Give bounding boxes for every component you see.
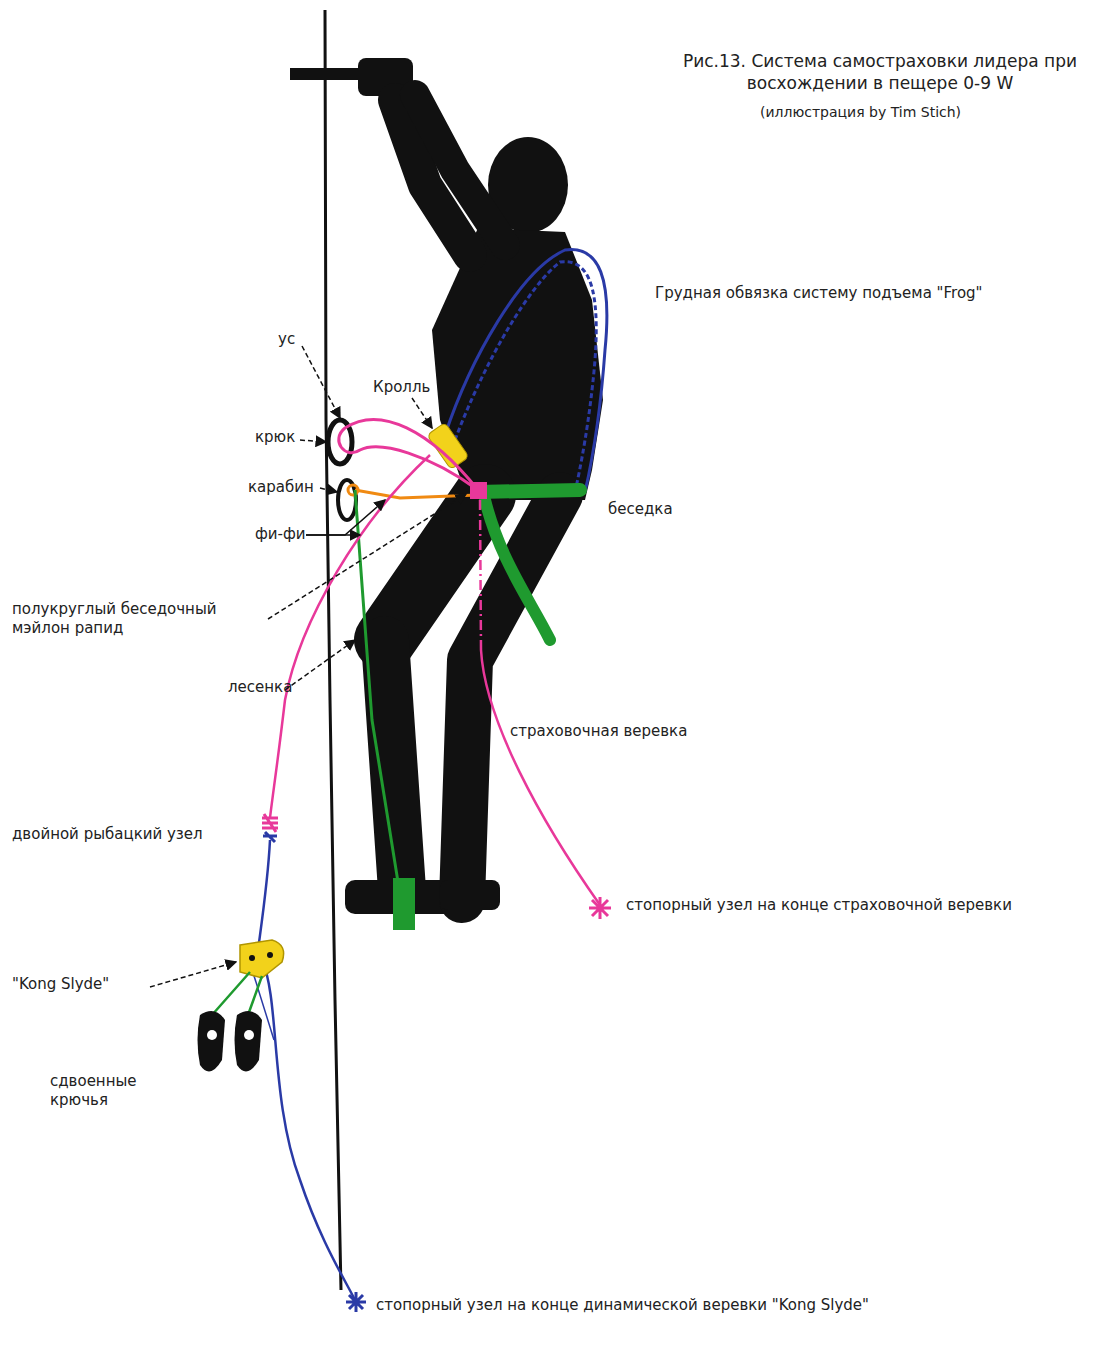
part-label: "Kong Slyde" [12,975,109,994]
part-label: фи-фи [255,525,306,544]
sit-harness [478,490,580,640]
part-label: стопорный узел на конце динамической вер… [376,1296,869,1315]
cowstail [339,420,478,490]
fifi-hook [355,490,478,498]
kong-slyde [240,940,284,978]
rope [270,455,430,818]
etrier [355,490,398,882]
hooks [198,1011,263,1071]
maillon [470,482,487,499]
part-label: беседка [608,500,673,519]
double-fisherman-knot [262,814,278,832]
chest-harness [445,250,607,492]
credit: (иллюстрация by Tim Stich) [760,104,961,122]
cave-wall [325,10,341,1290]
part-label: карабин [248,478,314,497]
part-label: лесенка [228,678,292,697]
part-label: стопорный узел на конце страховочной вер… [626,896,1012,915]
part-label: Кролль [373,378,430,397]
stopper-knot [346,1292,366,1312]
etrier-step [393,878,415,930]
part-label: ус [278,330,295,349]
part-label: полукруглый беседочный мэйлон рапид [12,600,267,638]
leader-line [150,346,466,987]
belay-rope [480,500,481,650]
part-label: сдвоенные крючья [50,1072,160,1110]
part-label: страховочная веревка [510,722,687,741]
part-label: Грудная обвязка систему подъема "Frog" [655,284,983,303]
leader-line [306,500,385,535]
dynamic-rope [258,840,270,950]
part-label: двойной рыбацкий узел [12,825,203,844]
part-label: крюк [255,428,295,447]
figure-title: Рис.13. Система самостраховки лидера при… [660,50,1100,94]
stopper-knot [589,897,611,919]
